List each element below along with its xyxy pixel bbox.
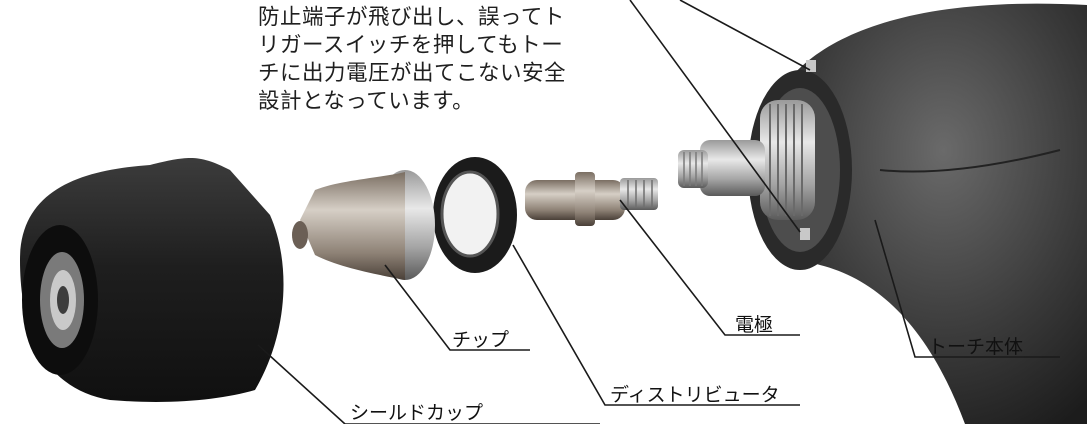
safety-note: 防止端子が飛び出し、誤ってト リガースイッチを押してもトー チに出力電圧が出てこ… [258,4,598,116]
leader-distributor [512,244,800,406]
distributor-part [433,157,517,273]
electrode-part [525,172,658,226]
leader-electrode [619,199,800,336]
tip-part [292,170,435,280]
safety-note-line: チに出力電圧が出てこない安全 [258,61,567,86]
torch-body-label: トーチ本体 [928,336,1024,358]
safety-note-line: 設計となっています。 [258,89,475,114]
shield-cup-part [20,158,284,402]
safety-note-line: リガースイッチを押してもトー [258,33,564,58]
safety-note-line: 防止端子が飛び出し、誤ってト [258,5,565,30]
tip-label: チップ [452,329,510,351]
leader-shield-cup [257,344,600,424]
leader-safety-top [679,0,811,71]
leader-safety-bottom [629,0,801,233]
leader-tip [384,264,530,351]
shield-cup-label: シールドカップ [350,402,484,424]
torch-body-part [678,3,1087,424]
electrode-label: 電極 [735,314,774,336]
leader-torch-body [874,219,1060,358]
distributor-label: ディストリビュータ [610,384,780,406]
